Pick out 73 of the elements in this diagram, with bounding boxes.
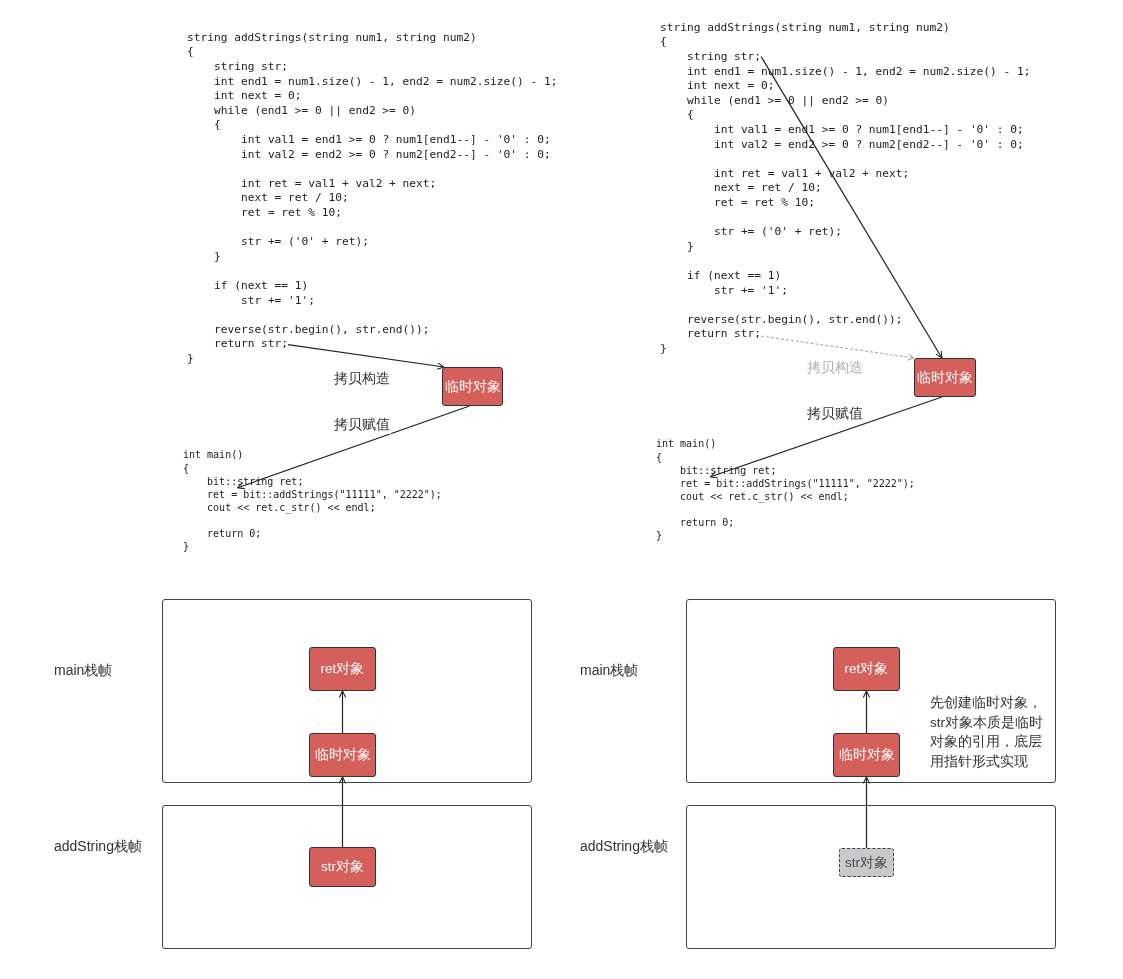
code-line: int val1 = end1 >= 0 ? num1[end1--] - '0' : 0;: [240, 132, 551, 148]
code-line: }: [187, 351, 194, 367]
code-line: return 0;: [207, 527, 262, 541]
code-line: string addStrings(string num1, string num2): [187, 30, 477, 46]
arrow: [338, 690, 347, 734]
arrow: [862, 776, 871, 849]
arrow: [237, 405, 471, 490]
code-line: reverse(str.begin(), str.end());: [686, 312, 903, 328]
arrow: [862, 690, 871, 734]
code-line: int main(): [656, 437, 717, 451]
frame-label: addString栈帧: [580, 838, 668, 856]
code-line: str += '1';: [713, 283, 789, 299]
code-line: {: [660, 35, 667, 50]
edge-label: 拷贝赋值: [333, 416, 391, 434]
code-line: int ret = val1 + val2 + next;: [240, 176, 437, 192]
code-line: }: [213, 249, 221, 265]
object-box: ret对象: [309, 647, 376, 691]
code-line: }: [183, 540, 190, 554]
object-box: str对象: [839, 848, 894, 877]
code-line: next = ret / 10;: [713, 181, 822, 196]
frame-label: main栈帧: [54, 662, 113, 680]
code-line: {: [187, 45, 194, 60]
code-line: string str;: [686, 49, 762, 65]
code-line: int val2 = end2 >= 0 ? num2[end2--] - '0' : 0;: [240, 147, 551, 163]
code-line: return str;: [686, 327, 762, 342]
code-line: cout << ret.c_str() << endl;: [207, 500, 376, 514]
code-line: ret = bit::addStrings("11111", "2222");: [680, 476, 915, 490]
edge-label: 拷贝构造: [333, 370, 391, 388]
code-line: string str;: [213, 59, 289, 75]
code-line: int val2 = end2 >= 0 ? num2[end2--] - '0' : 0;: [713, 137, 1024, 153]
code-line: int next = 0;: [686, 79, 775, 94]
edge-label: 拷贝赋值: [806, 405, 864, 423]
code-line: string addStrings(string num1, string num2): [660, 20, 950, 36]
code-line: if (next == 1): [686, 268, 782, 284]
arrow: [338, 776, 347, 848]
code-line: return str;: [213, 337, 289, 352]
code-line: }: [686, 239, 694, 255]
code-line: cout << ret.c_str() << endl;: [680, 489, 849, 503]
object-box: 临时对象: [309, 733, 376, 777]
code-line: if (next == 1): [213, 278, 309, 294]
object-box: 临时对象: [442, 367, 503, 406]
arrow: [287, 344, 445, 370]
code-line: }: [656, 529, 663, 543]
code-line: ret = ret % 10;: [713, 195, 815, 211]
frame-label: addString栈帧: [54, 838, 142, 856]
arrow: [710, 396, 943, 479]
note-text: 先创建临时对象，str对象本质是临时对象的引用，底层用指针形式实现: [930, 694, 1044, 771]
arrow: [760, 55, 943, 359]
code-line: int end1 = num1.size() - 1, end2 = num2.size() - 1;: [213, 74, 558, 90]
code-line: int next = 0;: [213, 89, 302, 104]
code-line: reverse(str.begin(), str.end());: [213, 322, 430, 338]
code-line: }: [660, 341, 667, 357]
arrow: [760, 335, 915, 361]
code-line: next = ret / 10;: [240, 191, 349, 206]
code-line: str += ('0' + ret);: [713, 225, 842, 240]
code-line: while (end1 >= 0 || end2 >= 0): [686, 93, 890, 109]
object-box: str对象: [309, 847, 376, 887]
edge-label: 拷贝构造: [806, 359, 864, 377]
object-box: 临时对象: [914, 358, 976, 397]
code-line: int main(): [183, 448, 244, 462]
code-line: ret = bit::addStrings("11111", "2222");: [207, 487, 442, 501]
code-line: {: [213, 118, 221, 133]
code-line: {: [656, 450, 663, 464]
frame-label: main栈帧: [580, 662, 639, 680]
object-box: ret对象: [833, 647, 900, 691]
code-line: ret = ret % 10;: [240, 205, 342, 221]
code-line: {: [686, 108, 694, 123]
code-line: str += '1';: [240, 293, 316, 309]
code-line: while (end1 >= 0 || end2 >= 0): [213, 103, 417, 119]
code-line: return 0;: [680, 516, 735, 530]
code-line: {: [183, 461, 190, 475]
object-box: 临时对象: [833, 733, 900, 777]
code-line: str += ('0' + ret);: [240, 235, 369, 250]
